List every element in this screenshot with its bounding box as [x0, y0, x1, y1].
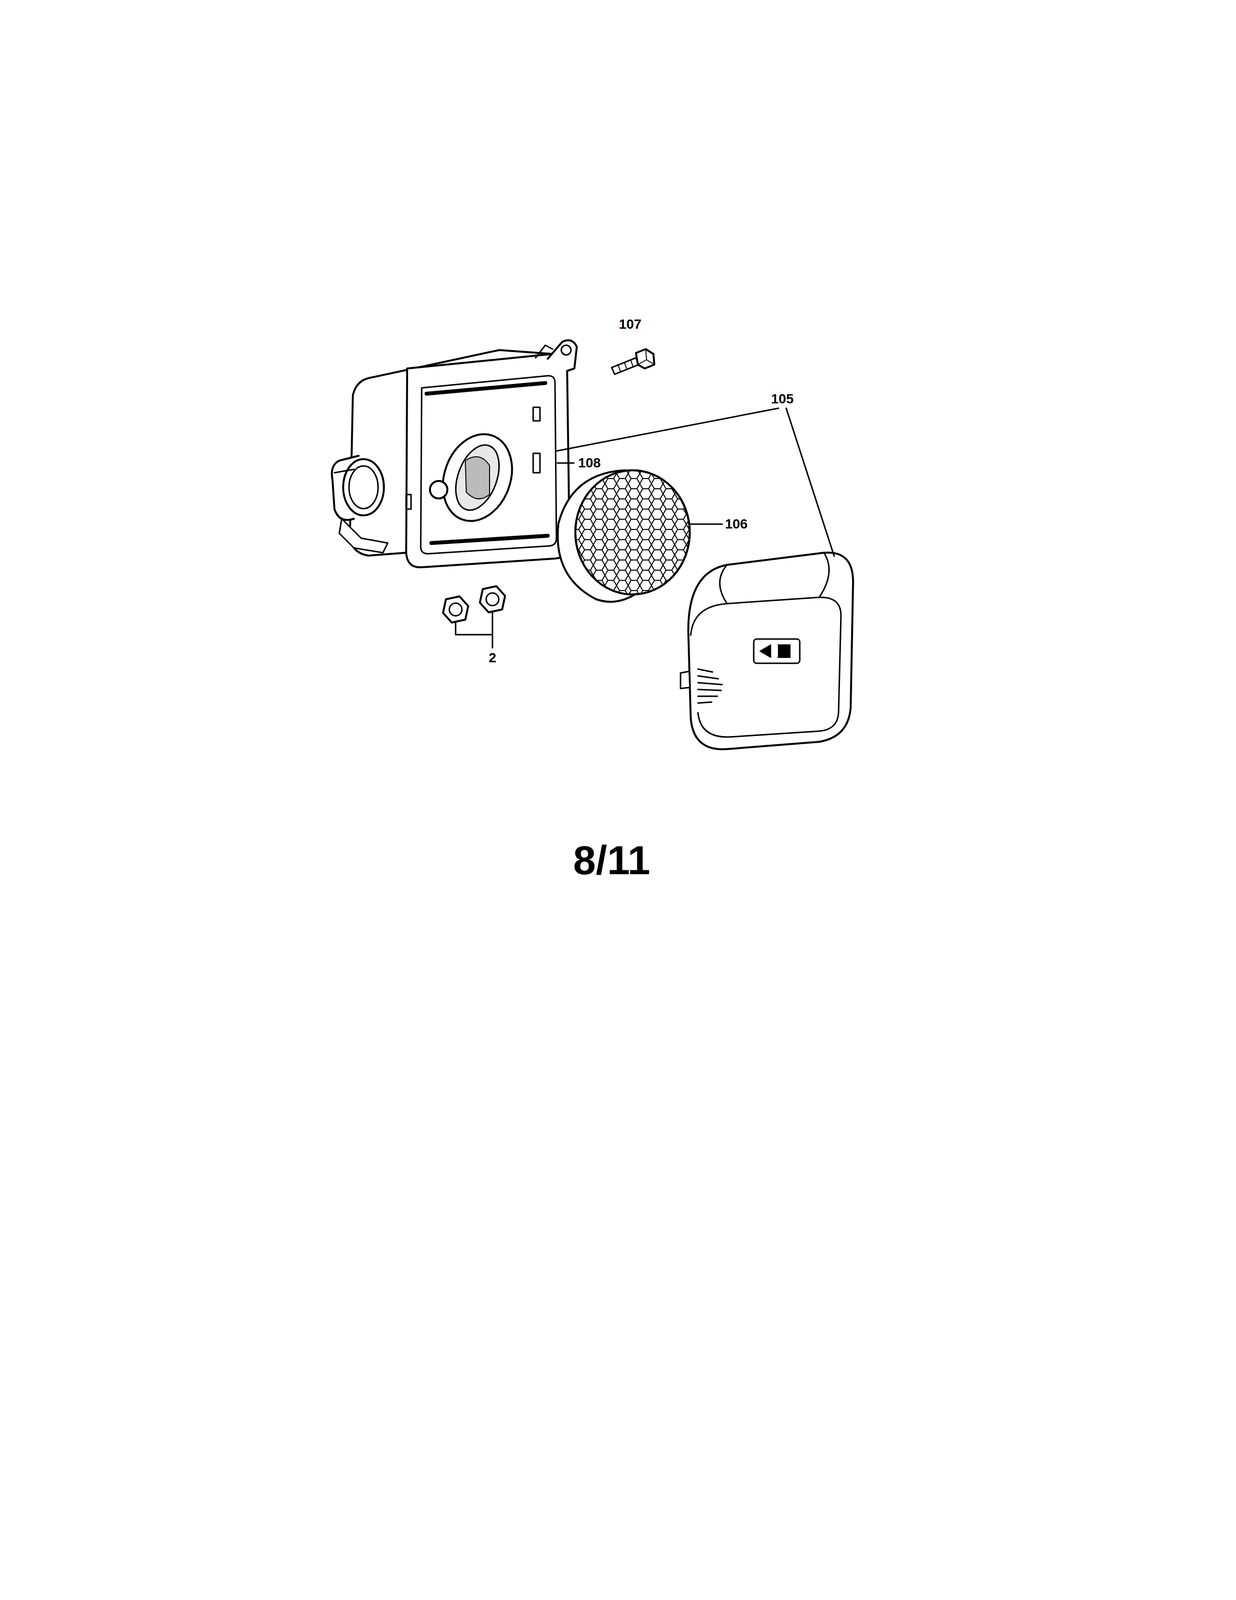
- callout-number: 108: [578, 456, 602, 470]
- callout-number: 106: [725, 517, 748, 531]
- foam-filter: [557, 467, 694, 602]
- callout-number: 107: [618, 317, 642, 332]
- filter-base: [332, 340, 577, 568]
- leader-line: [455, 408, 835, 648]
- page-number: 8/11: [573, 839, 651, 881]
- nut: [443, 586, 506, 623]
- callout-number: 2: [488, 650, 497, 665]
- filter-cover: [680, 552, 854, 750]
- bolt: [611, 348, 655, 375]
- callout-number: 105: [771, 392, 794, 406]
